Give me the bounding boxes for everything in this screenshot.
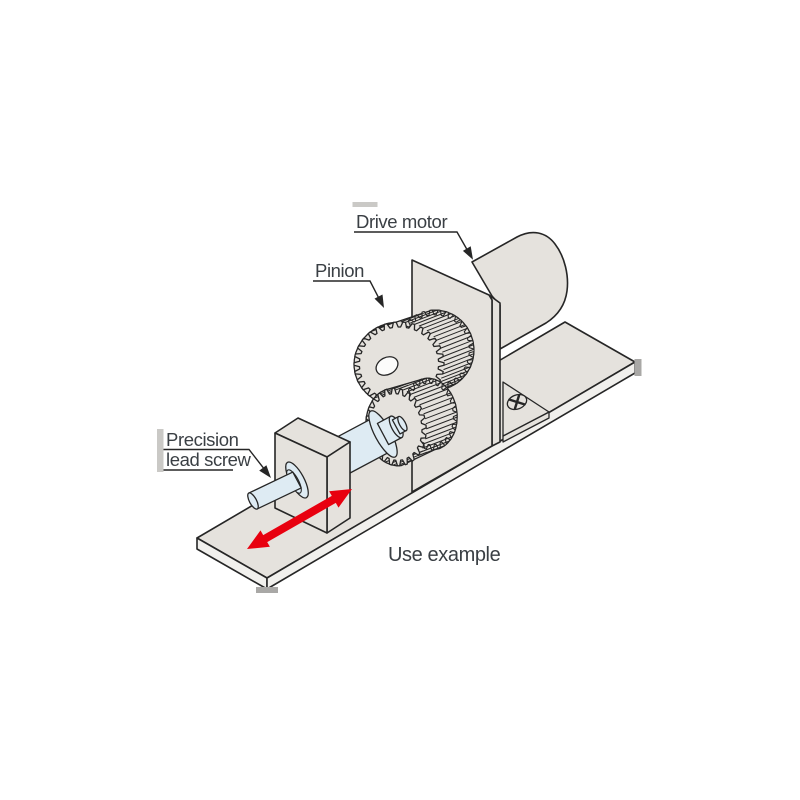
drive-motor-label: Drive motor [356, 211, 447, 232]
crop-artifacts [157, 202, 642, 593]
screw-icon [506, 393, 528, 411]
annotations: Drive motor Pinion Precision lead screw … [163, 211, 501, 566]
travel-direction-arrow [247, 489, 352, 549]
crop-artifact-right [634, 359, 642, 376]
lead-screw-front [247, 461, 309, 510]
precision-lead-screw-callout: Precision lead screw [163, 429, 271, 478]
lead-screw-label-line2: lead screw [166, 449, 251, 470]
motor-body [471, 231, 569, 350]
crop-artifact-left [157, 429, 164, 472]
figure-caption: Use example [388, 544, 501, 566]
lead-screw-label-line1: Precision [166, 429, 239, 450]
drive-motor-callout: Drive motor [354, 211, 473, 260]
pinion-label: Pinion [315, 260, 364, 281]
leader-arrowhead [259, 465, 271, 478]
leader-arrowhead [462, 246, 473, 260]
mounting-foot [502, 381, 550, 443]
pinion-gear [353, 309, 475, 407]
crop-artifact-bottom [256, 587, 278, 593]
pinion-callout: Pinion [313, 260, 384, 308]
pinion-bore-hole [375, 356, 399, 376]
leader-arrowhead [374, 294, 384, 308]
crop-artifact-top [352, 202, 378, 207]
